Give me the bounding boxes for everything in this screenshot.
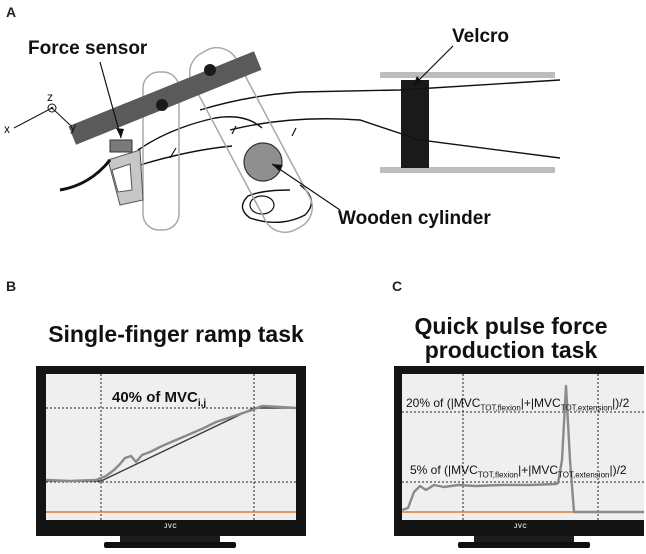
tv-stand-neck — [120, 536, 220, 544]
upper-rail — [380, 72, 555, 78]
forearm-top-outline — [199, 79, 561, 111]
thumb-outline — [241, 184, 313, 223]
finger-outline — [137, 116, 263, 151]
panel-b-title: Single-finger ramp task — [48, 321, 304, 347]
tv-stand-base — [458, 542, 590, 548]
x-axis-line — [13, 107, 53, 129]
tv-stand-base — [104, 542, 236, 548]
load-cell — [109, 139, 133, 153]
cylinder-arrowhead — [272, 164, 283, 171]
sensor-screw — [156, 99, 168, 111]
tv-screen — [402, 374, 644, 520]
lower-target-label: 5% of (|MVCTOT,flexion|+|MVCTOT,extensio… — [410, 463, 627, 480]
knuckle-crease-1 — [231, 125, 237, 135]
x-axis-label: x — [4, 122, 10, 136]
wooden-cylinder — [243, 142, 283, 182]
forearm-bottom-outline — [229, 118, 561, 159]
y-axis-label: y — [70, 120, 76, 134]
finger-holder-slot — [111, 163, 133, 193]
screen-gridlines — [402, 374, 644, 520]
lower-rail — [380, 167, 555, 173]
panel-c-title: Quick pulse force production task — [380, 314, 642, 362]
force-sensor-label: Force sensor — [28, 38, 148, 59]
knuckle-crease-2 — [291, 127, 297, 137]
finger-guide-ring — [142, 71, 180, 231]
force-sensor-arrowhead — [116, 128, 124, 138]
tv-stand-neck — [474, 536, 574, 544]
force-trace — [45, 404, 297, 483]
finger-underside — [139, 145, 233, 166]
panel-c-title-line2: production task — [424, 337, 598, 363]
force-sensor-arrow — [99, 61, 122, 139]
z-axis-label: z — [47, 90, 53, 104]
force-trace — [401, 384, 644, 514]
wooden-cylinder-label: Wooden cylinder — [338, 208, 491, 229]
tv-brand-logo: JVC — [514, 524, 528, 530]
tv-brand-logo: JVC — [164, 524, 178, 530]
sensor-screw — [204, 64, 216, 76]
y-axis-line — [51, 107, 71, 126]
panel-b-letter: B — [6, 278, 17, 294]
cylinder-arrow — [271, 163, 341, 211]
velcro-label: Velcro — [452, 26, 510, 47]
panel-a-letter: A — [6, 4, 17, 20]
sensor-cable — [59, 159, 112, 192]
z-axis-marker — [47, 103, 57, 113]
upper-target-label: 20% of (|MVCTOT,flexion|+|MVCTOT,extensi… — [406, 396, 630, 413]
panel-c-letter: C — [392, 278, 403, 294]
z-axis-dot — [50, 106, 54, 110]
velcro-strap — [401, 80, 429, 168]
hand-guide-ring — [188, 46, 314, 234]
finger-crease — [169, 147, 177, 159]
panel-c-title-line1: Quick pulse force — [414, 313, 608, 339]
ramp-target-label: 40% of MVCi,j — [112, 389, 207, 409]
velcro-arrowhead — [413, 76, 422, 86]
